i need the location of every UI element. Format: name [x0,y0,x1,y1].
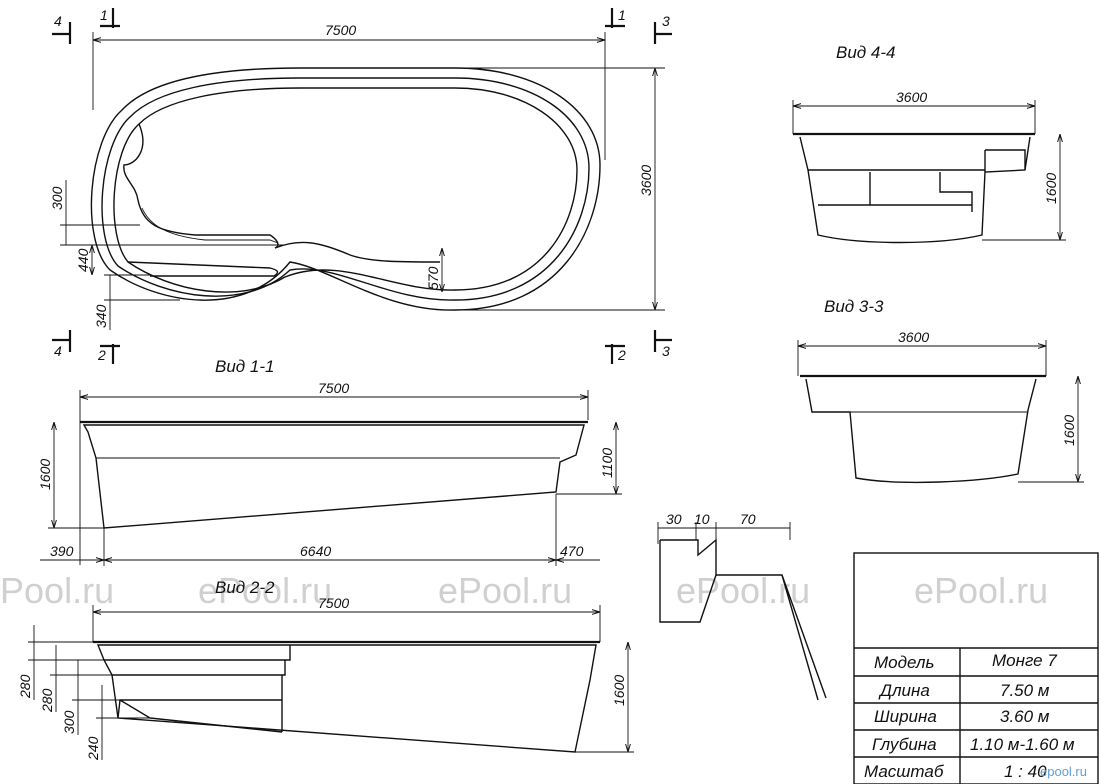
detail-b-label: 10 [694,511,710,527]
section-marker: 2 [605,344,626,364]
plan-width-label: 3600 [638,165,654,196]
detail-a-label: 30 [666,511,682,527]
v22-s2-label: 280 [39,688,55,713]
plan-step [274,241,441,263]
spec-value: 7.50 м [1000,681,1050,700]
section-marker: 1 [100,7,120,28]
v44-width-label: 3600 [896,89,927,105]
spec-table-frame [853,552,1099,784]
plan-inner-wall [113,87,578,293]
svg-text:4: 4 [54,343,62,359]
v11-shallow-label: 1100 [599,448,615,478]
v33-width-label: 3600 [898,329,929,345]
view-2-2: Вид 2-2 7500 1600 280 280 300 240 [17,578,634,761]
detail-profile [659,538,827,701]
dim-440-label: 440 [75,248,91,272]
site-logo: epool.ru [1040,764,1087,779]
section-marker: 4 [52,13,72,44]
view-1-1-title: Вид 1-1 [215,357,274,376]
v44-steps [808,149,1026,212]
svg-text:2: 2 [617,347,626,363]
view-3-3: Вид 3-3 3600 1600 [797,297,1084,484]
spec-label: Глубина [872,735,937,754]
dim-570-label: 570 [425,266,441,290]
section-marker: 3 [653,13,672,44]
view-3-3-title: Вид 3-3 [824,297,884,316]
spec-value: 1 : 40 [1004,762,1047,781]
watermark-layer: ePool.ru ePool.ru ePool.ru ePool.ru ePoo… [0,570,1048,611]
svg-text:1: 1 [618,7,626,23]
plan-bench [123,123,279,249]
v22-s3-label: 300 [61,710,77,734]
view-4-4-title: Вид 4-4 [836,43,895,62]
plan-outer-rim [90,67,601,311]
watermark: ePool.ru [198,570,332,611]
v11-mid-label: 6640 [300,543,331,559]
v22-steps [104,645,291,733]
spec-value: 1.10 м-1.60 м [970,735,1075,754]
spec-label: Масштаб [864,762,945,781]
spec-label: Длина [878,681,930,700]
spec-label: Модель [874,653,934,672]
section-marker: 1 [605,7,626,28]
v11-length-label: 7500 [318,380,349,396]
spec-value: Монге 7 [992,651,1057,670]
view-2-2-title: Вид 2-2 [215,578,275,597]
v44-depth-label: 1600 [1043,173,1059,204]
section-marker: 2 [97,344,120,364]
watermark: ePool.ru [438,570,572,611]
plan-length-label: 7500 [325,22,356,38]
plan-rim-inner [101,77,590,301]
plan-bench-edge [141,207,279,244]
v22-depth-label: 1600 [611,675,627,706]
v22-s4-label: 240 [85,736,101,761]
wall-detail: 30 10 70 [657,511,827,701]
v44-body [799,136,1031,244]
svg-text:1: 1 [100,7,108,23]
view-4-4: Вид 4-4 3600 1600 [792,43,1066,244]
v33-body [805,378,1037,484]
svg-text:4: 4 [54,13,62,29]
spec-table: Модель Монге 7 Длина 7.50 м Ширина 3.60 … [853,552,1099,784]
v11-body [82,424,585,529]
v22-s1-label: 280 [17,674,33,699]
svg-text:3: 3 [662,13,670,29]
detail-c-label: 70 [740,511,756,527]
spec-label: Ширина [874,707,937,726]
svg-text:2: 2 [97,347,106,363]
section-marker: 3 [653,330,672,359]
plan-view: 7500 3600 300 440 340 570 4 1 1 [49,7,672,364]
v11-right-label: 470 [560,543,584,559]
v11-depth-label: 1600 [37,459,53,490]
view-1-1: Вид 1-1 7500 1600 1100 390 6640 470 [37,357,622,566]
svg-text:3: 3 [662,343,670,359]
section-marker: 4 [52,330,72,359]
v22-body [96,644,597,753]
dim-340-label: 340 [93,304,109,328]
dim-300-label: 300 [49,186,65,210]
v33-depth-label: 1600 [1061,415,1077,446]
spec-value: 3.60 м [1000,707,1050,726]
watermark: ePool.ru [0,570,114,611]
v11-left-label: 390 [50,543,74,559]
plan-lower-step [127,261,279,277]
watermark: ePool.ru [914,570,1048,611]
v22-length-label: 7500 [318,595,349,611]
